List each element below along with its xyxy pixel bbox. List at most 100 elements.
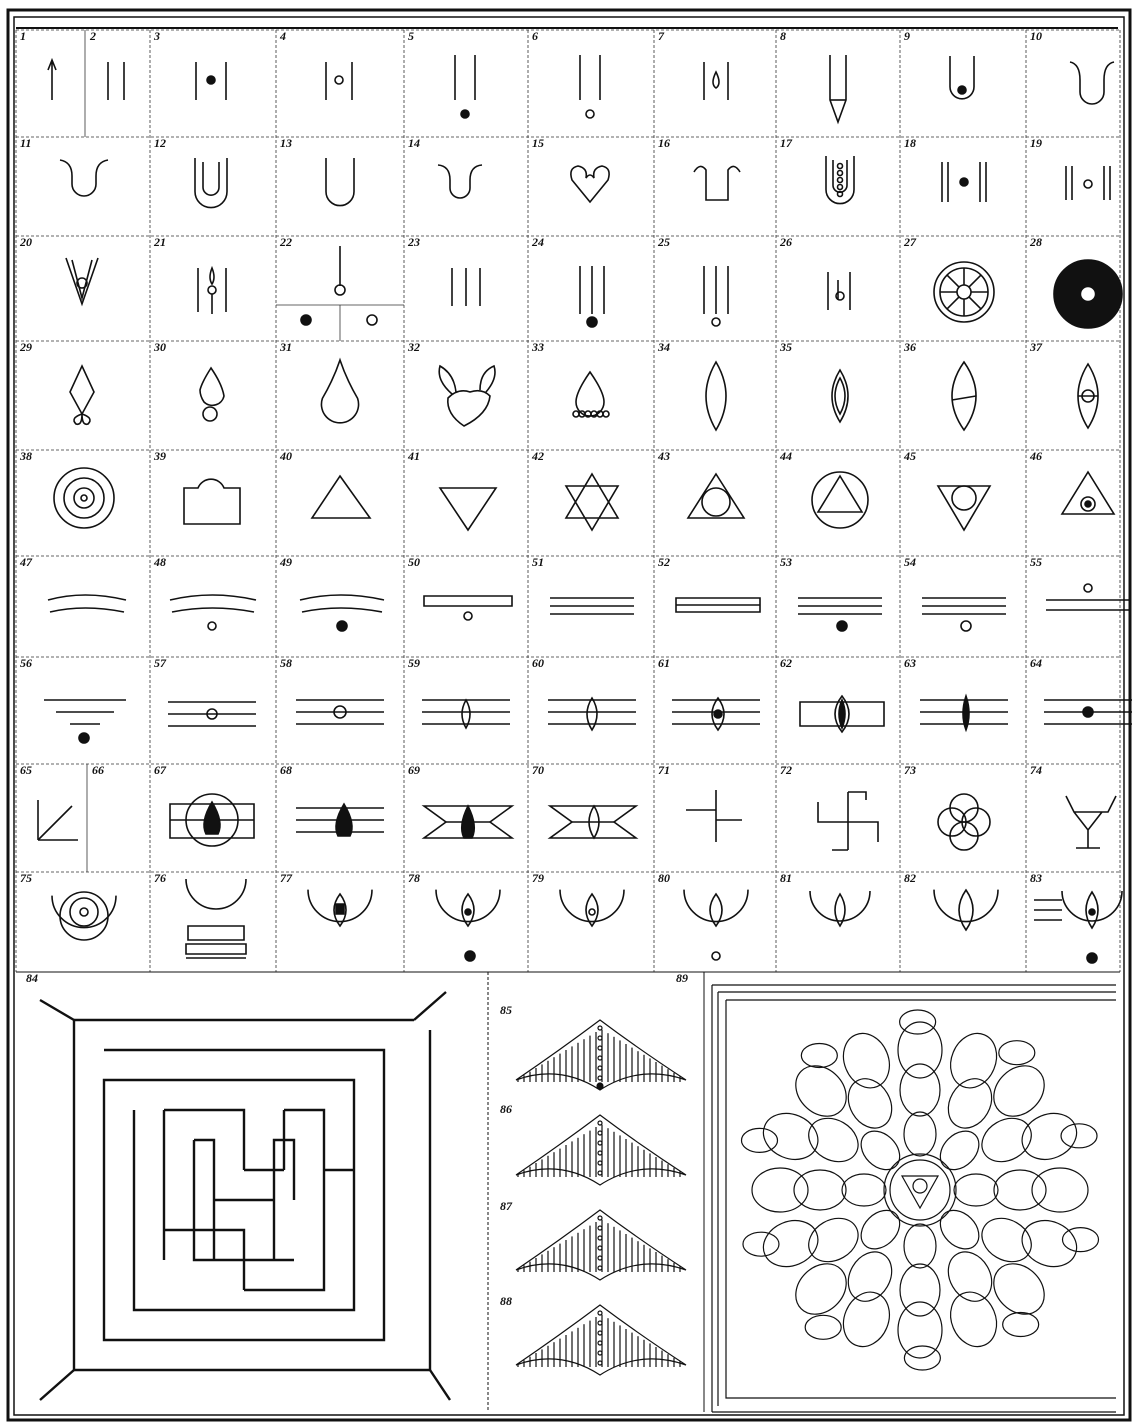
figure-number-16: 16: [658, 136, 670, 150]
figure-number-89: 89: [676, 971, 688, 985]
symbol-cell-0-5: [704, 62, 728, 100]
figure-number-29: 29: [19, 340, 32, 354]
symbol-cell-4-6: [812, 472, 868, 528]
figure-number-28: 28: [1029, 235, 1042, 249]
symbol-cell-1-4: [571, 166, 609, 202]
figure-number-88: 88: [500, 1294, 512, 1308]
symbol-cell-2-0: [66, 258, 98, 304]
symbol-cell-0-3: [455, 55, 475, 118]
figure-number-51: 51: [532, 555, 544, 569]
figure-number-23: 23: [407, 235, 420, 249]
figure-number-50: 50: [408, 555, 420, 569]
figure-number-2: 2: [89, 29, 96, 43]
symbol-cell-1-3: [438, 165, 482, 198]
comb-ornament-icon: [516, 1020, 686, 1375]
figure-number-58: 58: [280, 656, 292, 670]
figure-number-36: 36: [903, 340, 916, 354]
figure-number-66: 66: [92, 763, 104, 777]
figure-number-48: 48: [153, 555, 166, 569]
symbol-cell-3-2: [321, 360, 358, 423]
symbol-cell-7-1: [170, 794, 254, 846]
symbol-cell-5-7: [922, 598, 1006, 631]
figure-number-86: 86: [500, 1102, 512, 1116]
symbol-cell-8-8: [1034, 891, 1122, 963]
symbol-cell-6-8: [1044, 700, 1132, 724]
symbol-cell-5-1: [170, 595, 256, 630]
figure-number-27: 27: [903, 235, 917, 249]
figure-number-30: 30: [153, 340, 166, 354]
symbol-cell-2-5: [704, 266, 728, 326]
comb-ornament-87: [516, 1210, 686, 1280]
figure-number-83: 83: [1030, 871, 1042, 885]
figure-number-26: 26: [779, 235, 792, 249]
figure-number-40: 40: [279, 449, 292, 463]
figure-number-87: 87: [500, 1199, 513, 1213]
symbol-cell-2-7: [934, 262, 994, 322]
symbol-cell-8-2: [308, 890, 372, 926]
symbol-cell-1-7: [942, 162, 986, 202]
figure-number-44: 44: [779, 449, 792, 463]
figure-number-4: 4: [279, 29, 286, 43]
figure-number-63: 63: [904, 656, 916, 670]
symbol-cell-0-1: [196, 62, 226, 100]
figure-number-21: 21: [153, 235, 166, 249]
grid-lines: [16, 30, 1120, 972]
figure-number-34: 34: [657, 340, 670, 354]
symbol-cell-7-0: [38, 800, 78, 840]
figure-number-81: 81: [780, 871, 792, 885]
symbol-cell-1-0: [60, 160, 108, 196]
symbol-cell-6-0: [44, 700, 126, 743]
symbol-cell-4-7: [938, 486, 990, 530]
figure-number-33: 33: [531, 340, 544, 354]
symbol-cell-6-7: [920, 696, 1008, 730]
symbol-cell-5-0: [48, 595, 126, 612]
symbol-cell-0-8: [1070, 62, 1114, 104]
symbol-cell-4-4: [566, 474, 618, 530]
figure-number-82: 82: [904, 871, 916, 885]
symbol-cell-2-8: [1054, 260, 1122, 328]
symbol-cell-6-1: [168, 702, 256, 726]
symbol-cell-6-5: [672, 698, 760, 730]
bottom-figures: [16, 972, 1120, 1412]
figure-number-80: 80: [658, 871, 670, 885]
figure-number-62: 62: [780, 656, 792, 670]
figure-number-22: 22: [279, 235, 292, 249]
comb-ornament-88: [516, 1305, 686, 1375]
symbol-cell-1-6: [826, 156, 854, 204]
figure-number-39: 39: [153, 449, 166, 463]
symbol-cell-5-6: [798, 598, 882, 631]
figure-number-79: 79: [532, 871, 544, 885]
symbol-cell-3-3: [439, 366, 495, 426]
figure-number-59: 59: [408, 656, 420, 670]
figure-number-7: 7: [658, 29, 665, 43]
symbol-cell-8-0: [52, 892, 116, 940]
figure-number-17: 17: [780, 136, 793, 150]
comb-ornament-85: [516, 1020, 686, 1090]
figure-number-54: 54: [904, 555, 916, 569]
symbol-cell-0-0: [48, 60, 124, 100]
figure-number-47: 47: [19, 555, 33, 569]
figure-number-49: 49: [279, 555, 292, 569]
figure-number-52: 52: [658, 555, 670, 569]
figure-number-3: 3: [153, 29, 160, 43]
figure-number-77: 77: [280, 871, 293, 885]
figure-number-60: 60: [532, 656, 544, 670]
figure-number-43: 43: [657, 449, 670, 463]
figure-number-69: 69: [408, 763, 420, 777]
figure-number-46: 46: [1029, 449, 1042, 463]
symbol-cell-5-4: [550, 598, 634, 614]
symbol-cell-2-4: [580, 266, 604, 327]
symbol-cells: [38, 55, 1132, 963]
figure-number-32: 32: [407, 340, 420, 354]
symbol-cell-0-7: [950, 56, 974, 99]
symbol-cell-8-6: [810, 891, 870, 926]
symbol-cell-3-8: [1078, 364, 1098, 428]
figure-number-37: 37: [1029, 340, 1043, 354]
symbol-cell-7-5: [686, 790, 742, 842]
figure-number-12: 12: [154, 136, 166, 150]
figure-number-78: 78: [408, 871, 420, 885]
outer-border: [8, 10, 1130, 1420]
swastika-maze-icon: [40, 992, 450, 1400]
